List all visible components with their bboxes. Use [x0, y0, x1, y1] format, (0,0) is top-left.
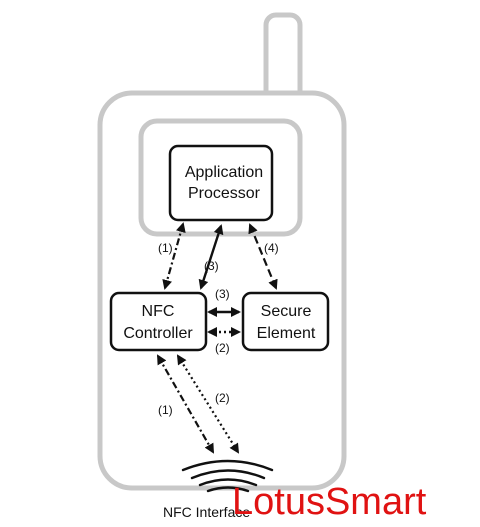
- label-nfc-se-2: (2): [215, 341, 230, 355]
- application-processor-label-line1: Application: [185, 164, 263, 181]
- nfc-controller-label-line2: Controller: [123, 325, 193, 342]
- nfc-controller-label-line1: NFC: [142, 303, 175, 320]
- label-ap-nfc-3: (3): [204, 259, 219, 273]
- secure-element-box: Secure Element: [241, 291, 330, 352]
- label-nfc-iface-1: (1): [158, 403, 173, 417]
- phone-outline: [97, 12, 347, 491]
- label-nfc-iface-2: (2): [215, 391, 230, 405]
- label-ap-nfc-1: (1): [158, 241, 173, 255]
- label-nfc-se-3: (3): [215, 287, 230, 301]
- application-processor-label-line2: Processor: [188, 185, 261, 202]
- nfc-interface-label: NFC Interface: [163, 504, 250, 520]
- nfc-wave-icon: [181, 459, 274, 493]
- nfc-controller-box: NFC Controller: [109, 291, 208, 352]
- arrow-nfc-iface-2: [176, 354, 240, 454]
- arrow-ap-nfc-1: [162, 222, 186, 290]
- application-processor-box: Application Processor: [168, 144, 274, 222]
- arrow-ap-nfc-3: [198, 224, 224, 290]
- label-ap-se-4: (4): [264, 241, 279, 255]
- secure-element-label-line1: Secure: [261, 303, 312, 320]
- secure-element-label-line2: Element: [257, 325, 316, 342]
- lotussmart-watermark: LotusSmart: [232, 481, 427, 523]
